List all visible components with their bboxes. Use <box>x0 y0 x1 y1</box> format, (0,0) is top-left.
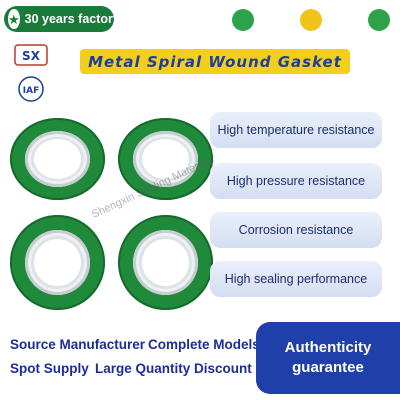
svg-text:IAF: IAF <box>23 86 39 96</box>
svg-text:SX: SX <box>22 49 41 63</box>
gasket-image-1 <box>10 118 105 200</box>
selling-point-models: Complete Models <box>148 337 260 352</box>
feature-sealing: High sealing performance <box>210 261 382 297</box>
gasket-image-3 <box>10 215 105 310</box>
selling-points: Source Manufacturer Complete Models Spot… <box>0 325 262 400</box>
guarantee-line-2: guarantee <box>292 359 364 376</box>
feature-high-temperature: High temperature resistance <box>210 112 382 148</box>
selling-point-source: Source Manufacturer <box>10 337 146 352</box>
decor-dot-3 <box>368 9 390 31</box>
selling-point-discount: Large Quantity Discount <box>95 361 252 376</box>
feature-high-pressure: High pressure resistance <box>210 163 382 199</box>
company-logo: SX <box>14 44 48 66</box>
product-title-banner: Metal Spiral Wound Gasket <box>80 49 350 74</box>
factory-badge: ★ 30 years factory <box>4 6 120 32</box>
gasket-image-2 <box>118 118 213 200</box>
guarantee-banner: Authenticity guarantee <box>256 322 400 394</box>
gasket-image-4 <box>118 215 213 310</box>
guarantee-line-1: Authenticity <box>284 339 372 356</box>
iaf-logo: IAF <box>18 76 44 102</box>
feature-corrosion: Corrosion resistance <box>210 212 382 248</box>
star-icon: ★ <box>8 9 20 29</box>
badge-label: 30 years factory <box>24 12 120 26</box>
decor-dot-2 <box>300 9 322 31</box>
product-title: Metal Spiral Wound Gasket <box>88 52 342 71</box>
selling-point-spot: Spot Supply <box>10 361 89 376</box>
decor-dot-1 <box>232 9 254 31</box>
